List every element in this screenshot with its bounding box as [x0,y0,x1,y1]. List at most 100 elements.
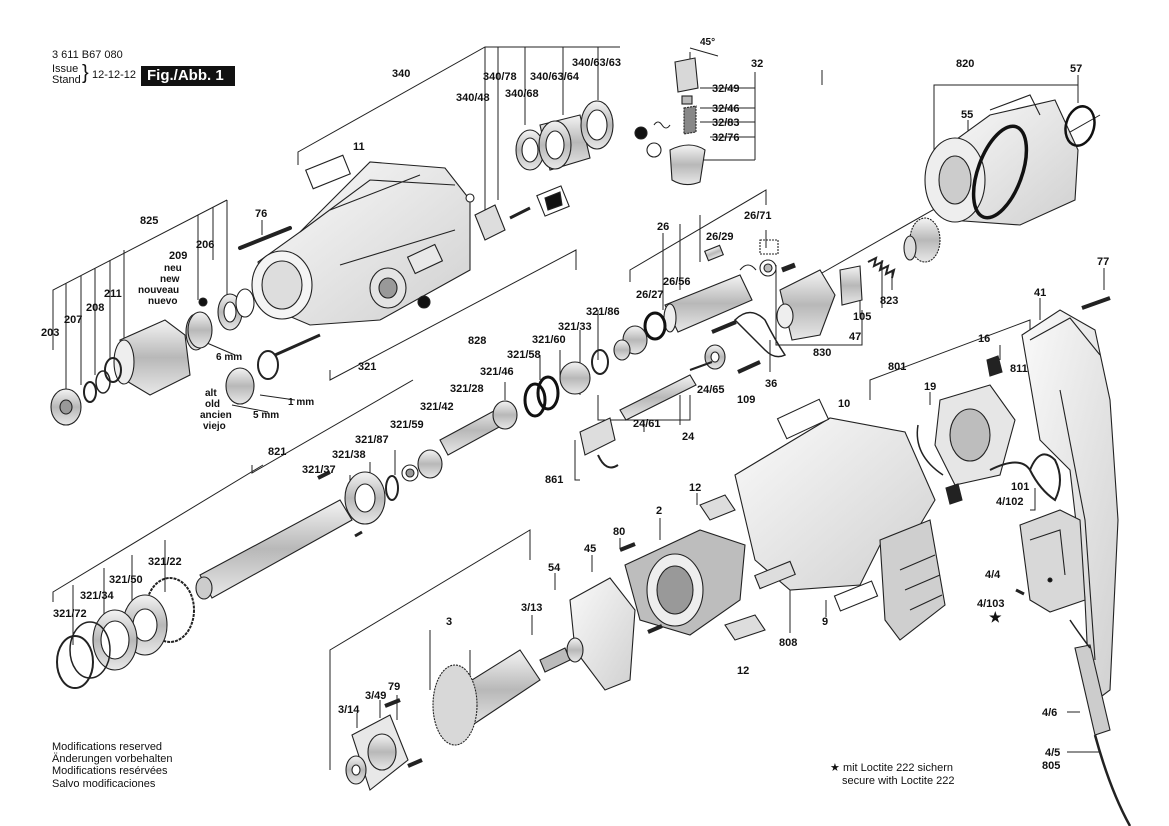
part-label: 321/58 [507,349,541,361]
issue-date: 12-12-12 [92,69,137,81]
carbon-brush-16b [945,483,963,505]
part-label: 3/49 [365,690,386,702]
clutch-rings-321 [56,577,195,689]
spindle-821 [195,470,399,600]
part-label: 321/34 [80,590,115,602]
part-label: 12 [737,665,749,677]
gear-housing-820 [924,94,1079,226]
part-label: 206 [196,239,214,251]
part-label: 2 [656,505,662,517]
part-label: 4/103 [977,598,1005,610]
dimension-5mm: 5 mm [253,410,279,421]
part-label: 4/5 [1045,747,1060,759]
air-guide-45 [569,577,636,691]
part-label: 820 [956,58,974,70]
crank-830 [776,262,836,341]
star-icon: ★ [830,762,840,774]
screw-80 [619,542,636,552]
loctite-note: ★ mit Loctite 222 sichern secure with Lo… [830,762,955,787]
part-label: 321/46 [480,366,514,378]
part-label: 321/59 [390,419,424,431]
ring-old [225,367,255,405]
part-label: 340/63/63 [572,57,621,69]
dimension-6mm: 6 mm [216,352,242,363]
stator-2 [624,529,746,636]
part-label: 32/46 [712,103,740,115]
screw-26-27 [711,320,737,334]
part-label: 24 [682,431,695,443]
figure-label: Fig./Abb. 1 [141,66,235,86]
part-label: 9 [822,616,828,628]
part-label: 4/4 [985,569,1001,581]
part-label: 19 [924,381,936,393]
new-label: nouveau [138,285,179,296]
screw-340-78 [509,206,531,220]
brace: } [82,62,89,84]
not-available-mark [417,295,431,309]
part-label: 3 [446,616,452,628]
part-label: 4/6 [1042,707,1057,719]
part-label: 26 [657,221,669,233]
shaft-group-24 [619,344,726,421]
part-label: 101 [1011,481,1029,493]
old-label: ancien [200,410,232,421]
label-9 [833,580,879,612]
spring-clip-36 [733,311,787,358]
issue-label: Issue [52,63,79,75]
loctite-line-de: mit Loctite 222 sichern [842,762,953,774]
cable-sleeve-4-6 [1069,619,1132,826]
screw-77 [1081,296,1111,310]
ring-set-340-63 [515,100,614,171]
screw-76 [238,226,292,250]
part-label: 321/50 [109,574,143,586]
screw-4-103 [1015,588,1025,596]
part-label: 823 [880,295,898,307]
part-label: 861 [545,474,563,486]
new-label: nuevo [148,296,177,307]
part-label: 208 [86,302,104,314]
label-plate-11 [304,154,352,190]
ring-old-thin [257,350,279,380]
part-label: 105 [853,311,871,323]
carbon-brush-16 [986,355,1003,377]
part-label: 32 [751,58,763,70]
bracket-340-48 [474,204,506,241]
old-label: old [205,399,220,410]
part-label: 209 [169,250,187,262]
part-label: 12 [689,482,701,494]
part-label: 57 [1070,63,1082,75]
part-label: 26/29 [706,231,734,243]
note-line: Modifications resérvées [52,765,168,778]
loctite-star: ★ [989,609,1002,625]
document-number: 3 611 B67 080 [52,49,123,61]
note-line: Modifications reserved [52,741,163,753]
part-label: 340/63/64 [530,71,580,83]
part-label: 76 [255,208,267,220]
new-label: neu [164,263,182,274]
part-label: 47 [849,331,861,343]
part-label: 811 [1010,363,1028,375]
part-label: 340 [392,68,410,80]
part-label: 16 [978,333,990,345]
dimension-1mm: 1 mm [288,397,314,408]
note-line: Salvo modificaciones [52,777,156,790]
chuck-group-825 [50,288,255,426]
part-label: 321/37 [302,464,336,476]
part-label: 24/65 [697,384,725,396]
part-label: 321/22 [148,556,182,568]
part-label: 26/27 [636,289,664,301]
modifications-note: Modifications reserved Änderungen vorbeh… [52,741,172,790]
part-label: 203 [41,327,59,339]
screw-80b [647,624,663,634]
part-label: 55 [961,109,973,121]
part-label: 10 [838,398,850,410]
part-label: 805 [1042,760,1060,772]
handle-41 [1021,309,1119,707]
new-label: new [160,274,180,285]
part-label: 41 [1034,287,1046,299]
part-label: 321/86 [586,306,620,318]
armature-3 [432,637,584,746]
part-label: 808 [779,637,797,649]
part-label: 36 [765,378,777,390]
part-label: 77 [1097,256,1109,268]
